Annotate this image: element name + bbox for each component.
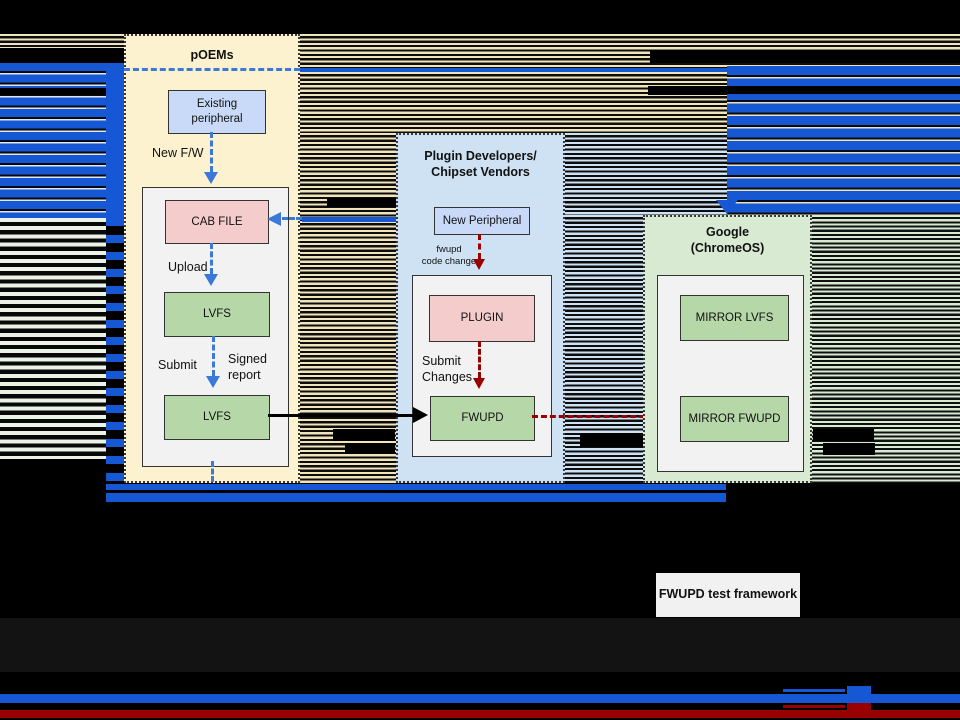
glitch-blue-triangle [716, 200, 738, 214]
glitch-red-line-small [783, 705, 845, 708]
glitch-gray-band [0, 618, 960, 672]
glitch-region-blue-left [0, 63, 106, 218]
glitch-black-band-3 [648, 86, 727, 95]
arrow-fwupd-mirror-line [532, 415, 663, 418]
node-fwupd-test-framework: FWUPD test framework [656, 573, 800, 617]
glitch-black-band-2 [650, 50, 960, 63]
arrow-lvfs-fwupd-line [268, 414, 415, 417]
arrow-newfw-line [210, 132, 213, 172]
glitch-blue-bar-2 [106, 493, 726, 502]
label-signed-report: Signed report [228, 352, 267, 382]
node-existing-peripheral: Existing peripheral [168, 90, 266, 134]
stripe-region-beige-mid [300, 72, 727, 133]
arrow-upload-line [210, 243, 213, 274]
label-new-fw: New F/W [152, 146, 204, 160]
arrow-submitchanges-head [473, 378, 485, 389]
node-fwupd: FWUPD [430, 396, 535, 441]
label-submit-changes: Submit Changes [422, 354, 473, 384]
label-fwupd-code-change: fwupd code change [421, 244, 477, 268]
arrow-submit-head [206, 376, 220, 388]
glitch-black-patch-5 [813, 429, 874, 441]
group-google-title: Google (ChromeOS) [690, 225, 765, 255]
group-google: Google (ChromeOS) MIRROR LVFS MIRROR FWU… [643, 215, 812, 483]
arrow-newperipheral-cabfile-glitch-solid [302, 217, 398, 222]
node-lvfs-top: LVFS [164, 292, 270, 337]
glitch-black-band-4 [727, 86, 960, 94]
group-plugin-developers: Plugin Developers/ Chipset Vendors New P… [396, 133, 565, 483]
glitch-blue-bar-1 [106, 484, 726, 490]
poems-dashed-divider [124, 68, 300, 71]
glitch-black-patch-1 [327, 198, 397, 207]
glitch-black-patch-2 [333, 429, 395, 441]
glitch-blue-line-small [783, 689, 845, 692]
node-plugin: PLUGIN [429, 295, 535, 342]
arrow-submitchanges-line [478, 341, 481, 378]
glitch-black-band-5 [0, 88, 106, 95]
glitch-black-patch-3 [345, 443, 395, 454]
node-mirror-fwupd: MIRROR FWUPD [680, 396, 789, 442]
glitch-black-patch-6 [823, 443, 875, 455]
arrow-upload-head [204, 274, 218, 286]
group-poems-title: pOEMs [190, 48, 234, 62]
node-mirror-lvfs: MIRROR LVFS [680, 295, 789, 341]
arrow-codechange-line [478, 234, 481, 259]
stripe-region-beige-column [300, 133, 396, 483]
group-plugin-title: Plugin Developers/ Chipset Vendors [424, 149, 537, 179]
glitch-black-band-1 [0, 48, 124, 63]
fwupd-test-framework-label: FWUPD test framework [658, 587, 798, 602]
arrow-newperipheral-cabfile-head [267, 212, 281, 226]
glitch-black-patch-4 [580, 433, 643, 447]
stripe-region-lightblue-top [565, 133, 727, 215]
glitch-blue-bar-bottom [0, 694, 960, 703]
glitch-blue-line-top [300, 68, 960, 72]
glitch-red-bar-bottom [0, 710, 960, 718]
arrow-codechange-head [473, 259, 485, 270]
arrow-newperipheral-cabfile-dash1 [282, 217, 302, 220]
arrow-submit-line [212, 336, 215, 376]
arrow-newfw-head [204, 172, 218, 184]
blue-vertical-bar [106, 63, 124, 218]
poems-bottom-dash [211, 461, 214, 482]
node-lvfs-bottom: LVFS [164, 395, 270, 440]
arrow-lvfs-fwupd-head [413, 407, 428, 423]
node-cab-file: CAB FILE [165, 200, 269, 244]
node-new-peripheral: New Peripheral [434, 207, 530, 235]
blue-vertical-bar-dashed [106, 218, 124, 483]
stripe-region-greenwhite-left [0, 218, 106, 459]
label-upload: Upload [168, 260, 208, 274]
label-submit: Submit [158, 358, 197, 372]
